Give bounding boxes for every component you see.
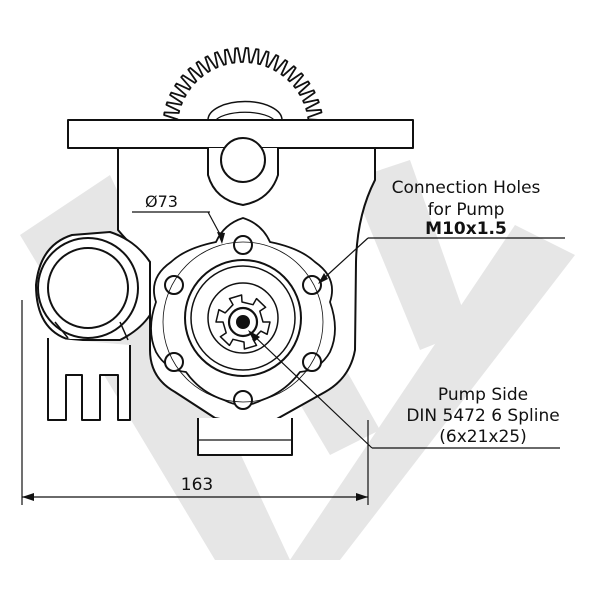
pump-outline: [35, 47, 414, 456]
diameter-label: Ø73: [145, 192, 178, 211]
upper-hole: [220, 137, 266, 183]
connection-holes-line1: Connection Holes: [392, 178, 541, 198]
pilot-ring-inner: [207, 282, 279, 354]
connection-holes-line3: M10x1.5: [425, 219, 507, 239]
pump-side-line2: DIN 5472 6 Spline: [406, 406, 559, 426]
bolt-circle: [162, 241, 324, 403]
width-label: 163: [181, 475, 213, 495]
pump-side-line3: (6x21x25): [439, 427, 526, 447]
pump-side-line1: Pump Side: [438, 385, 528, 405]
drive-gear: [162, 47, 324, 136]
shaft-center-inner: [236, 315, 250, 329]
lower-left-leg: [47, 338, 131, 421]
shaft-center-outer: [227, 306, 259, 338]
spline-profile: [215, 294, 271, 350]
connection-holes-line2: for Pump: [428, 200, 505, 220]
bolt-hole-top-right: [302, 275, 322, 295]
pilot-ring-mid: [190, 265, 296, 371]
bottom-stub: [197, 418, 293, 456]
connection-holes-leader: [321, 237, 369, 281]
bolt-hole-top: [233, 235, 253, 255]
bolt-hole-bottom: [233, 390, 253, 410]
bolt-hole-top-left: [164, 275, 184, 295]
dimension-lines: [21, 211, 565, 505]
pump-side-leader: [251, 333, 373, 449]
inlet-bore: [47, 247, 129, 329]
